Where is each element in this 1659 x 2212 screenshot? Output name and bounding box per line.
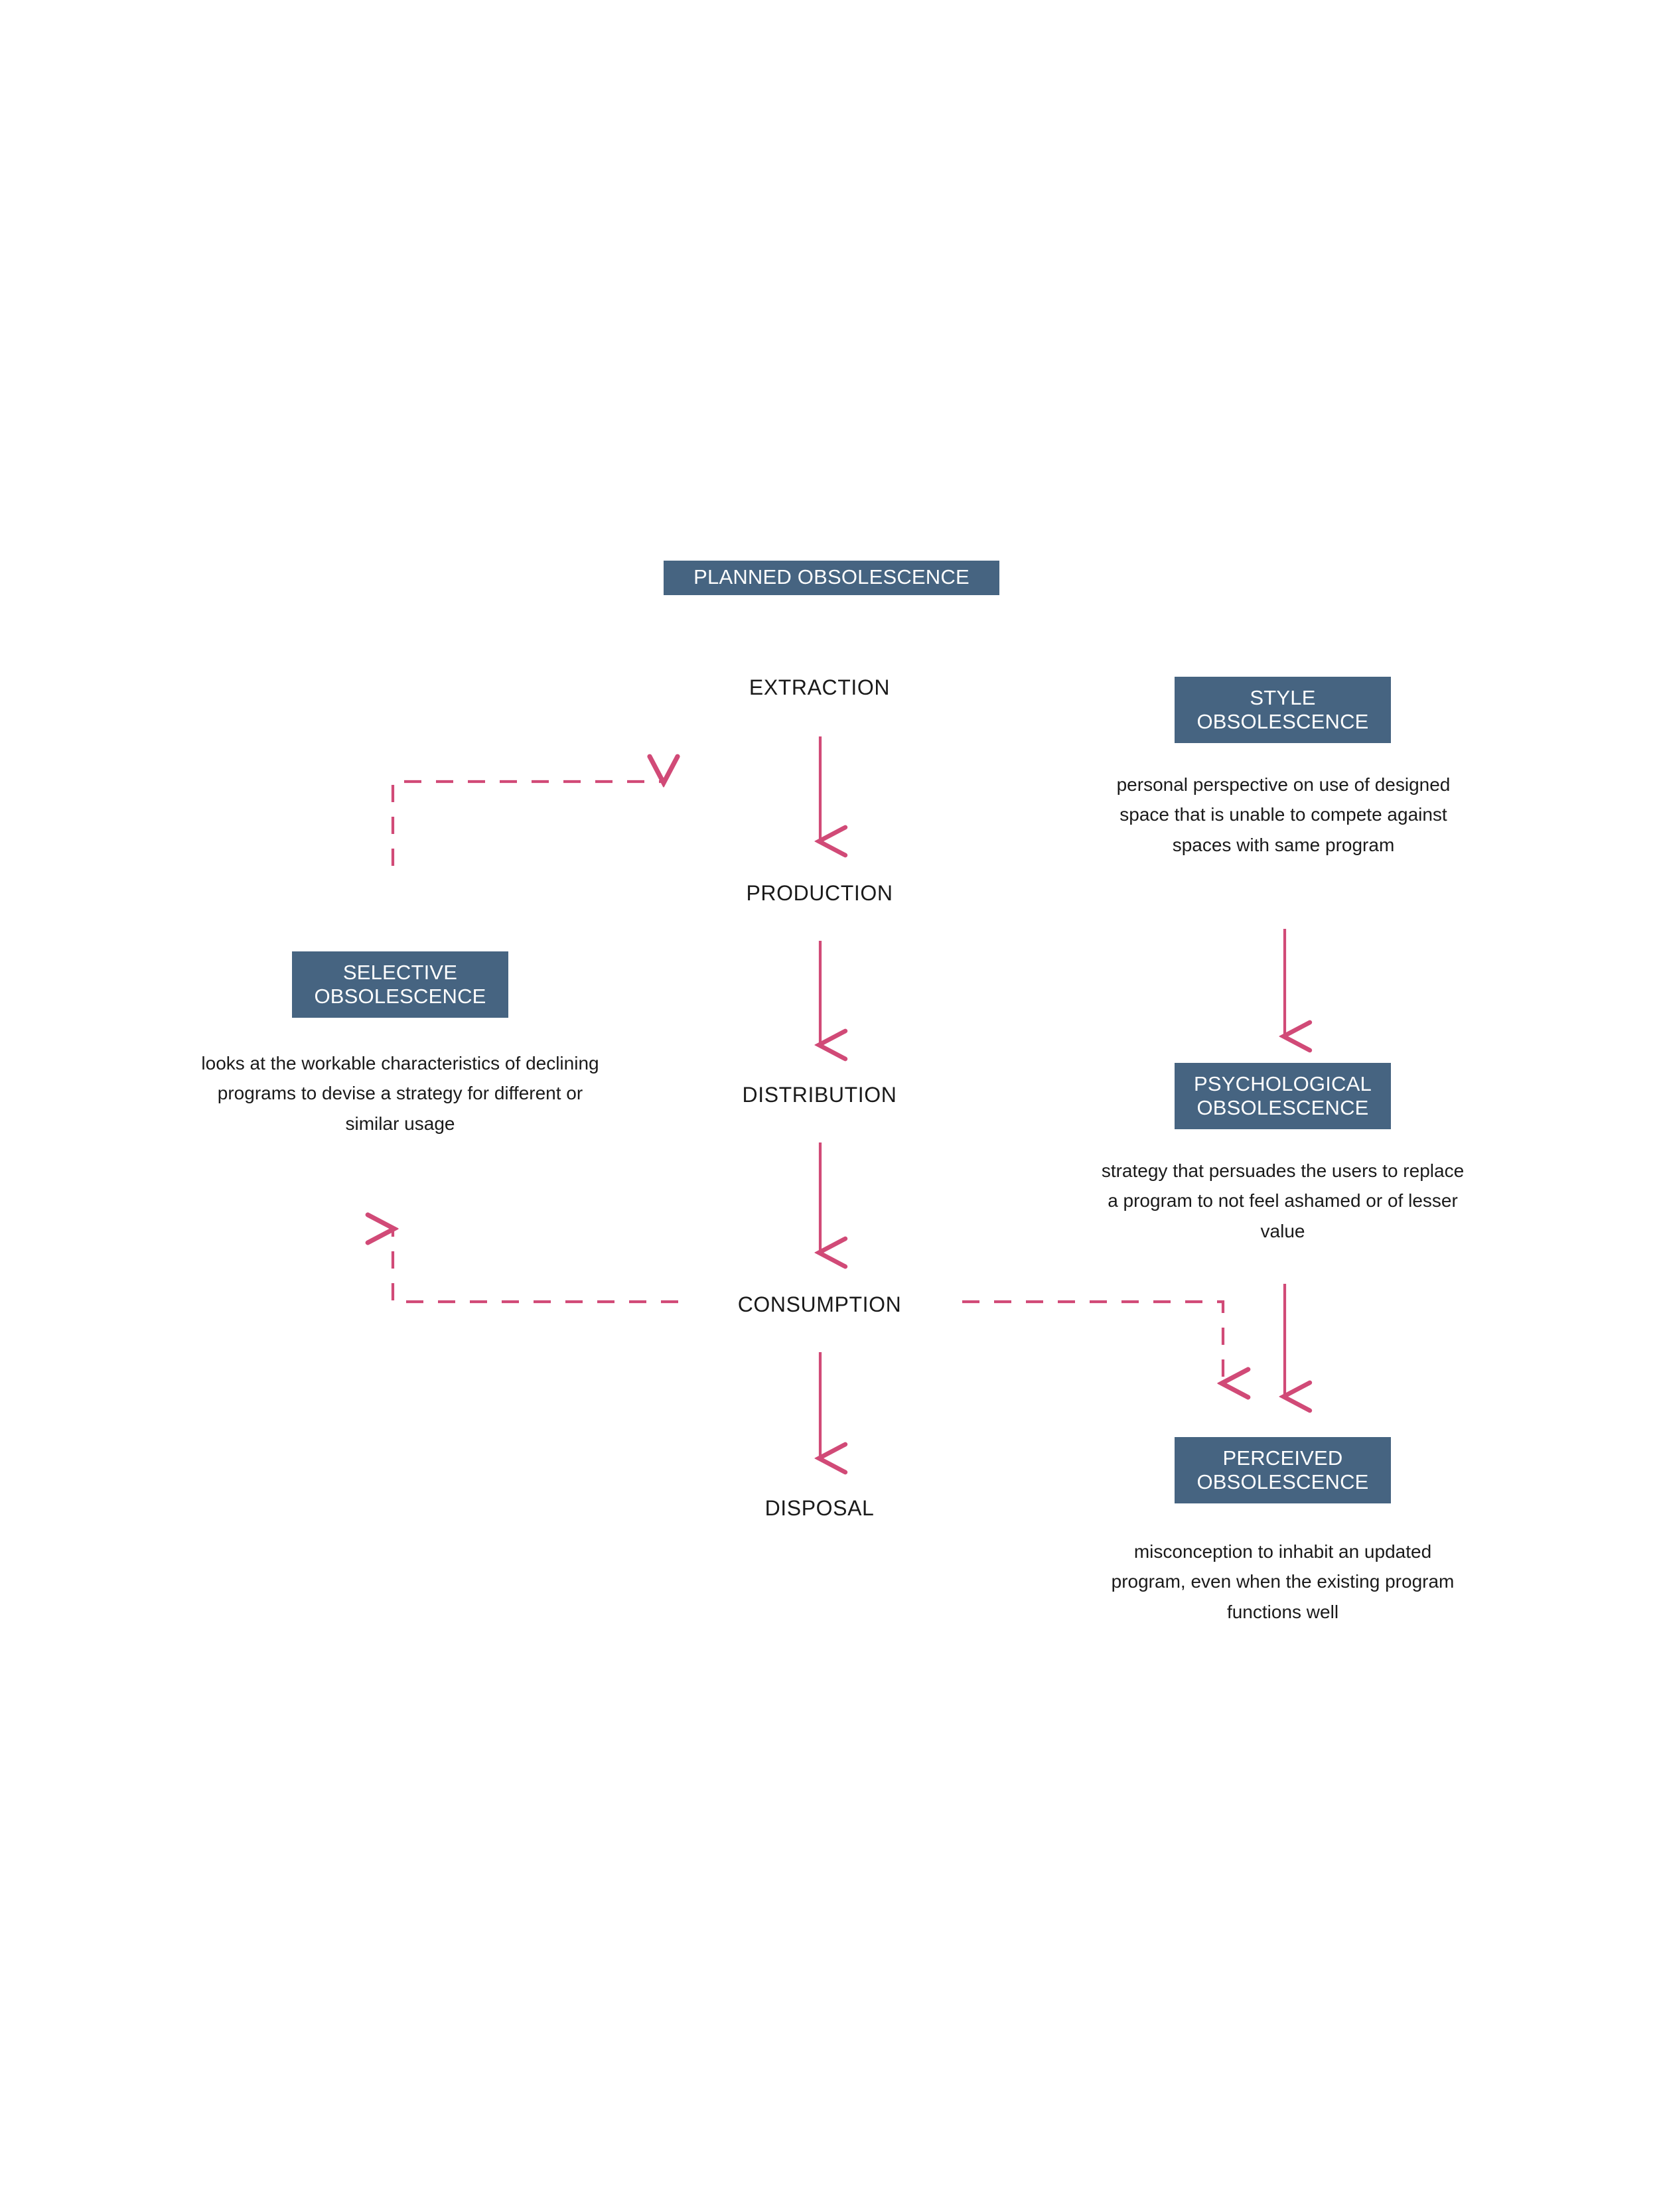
category-box-style: STYLE OBSOLESCENCE: [1175, 677, 1391, 743]
dashed-feedback-right: [962, 1300, 1223, 1383]
category-title-psychological-line1: PSYCHOLOGICAL: [1194, 1072, 1372, 1096]
diagram-title-banner: PLANNED OBSOLESCENCE: [664, 561, 999, 595]
dashed-feedback-lower: [393, 1229, 678, 1304]
stage-label-production: PRODUCTION: [746, 881, 893, 905]
stage-label-extraction: EXTRACTION: [749, 675, 891, 699]
category-box-perceived: PERCEIVED OBSOLESCENCE: [1175, 1437, 1391, 1503]
dashed-consumption-to-perceived: [962, 1300, 1223, 1383]
dashed-selective-to-production: [391, 782, 664, 866]
stage-label-consumption: CONSUMPTION: [737, 1292, 902, 1316]
diagram-title-text: PLANNED OBSOLESCENCE: [693, 565, 970, 589]
dashed-consumption-to-selective: [393, 1229, 678, 1304]
category-description-perceived: misconception to inhabit an updated prog…: [1111, 1541, 1455, 1622]
category-box-selective: SELECTIVE OBSOLESCENCE: [292, 951, 508, 1018]
stage-label-distribution: DISTRIBUTION: [742, 1083, 897, 1107]
category-title-style-line2: OBSOLESCENCE: [1196, 710, 1369, 733]
category-title-selective-line2: OBSOLESCENCE: [314, 985, 486, 1008]
category-title-style-line1: STYLE: [1250, 686, 1316, 710]
category-box-psychological: PSYCHOLOGICAL OBSOLESCENCE: [1175, 1063, 1391, 1129]
category-title-perceived-line2: OBSOLESCENCE: [1196, 1470, 1369, 1493]
category-description-selective: looks at the workable characteristics of…: [201, 1053, 599, 1134]
dashed-feedback-upper: [391, 782, 664, 866]
category-title-psychological-line2: OBSOLESCENCE: [1196, 1096, 1369, 1119]
stage-label-disposal: DISPOSAL: [764, 1496, 875, 1520]
category-description-psychological: strategy that persuades the users to rep…: [1101, 1160, 1465, 1241]
category-title-selective-line1: SELECTIVE: [342, 961, 458, 985]
category-title-perceived-line1: PERCEIVED: [1222, 1446, 1343, 1470]
category-description-style: personal perspective on use of designed …: [1116, 774, 1451, 855]
